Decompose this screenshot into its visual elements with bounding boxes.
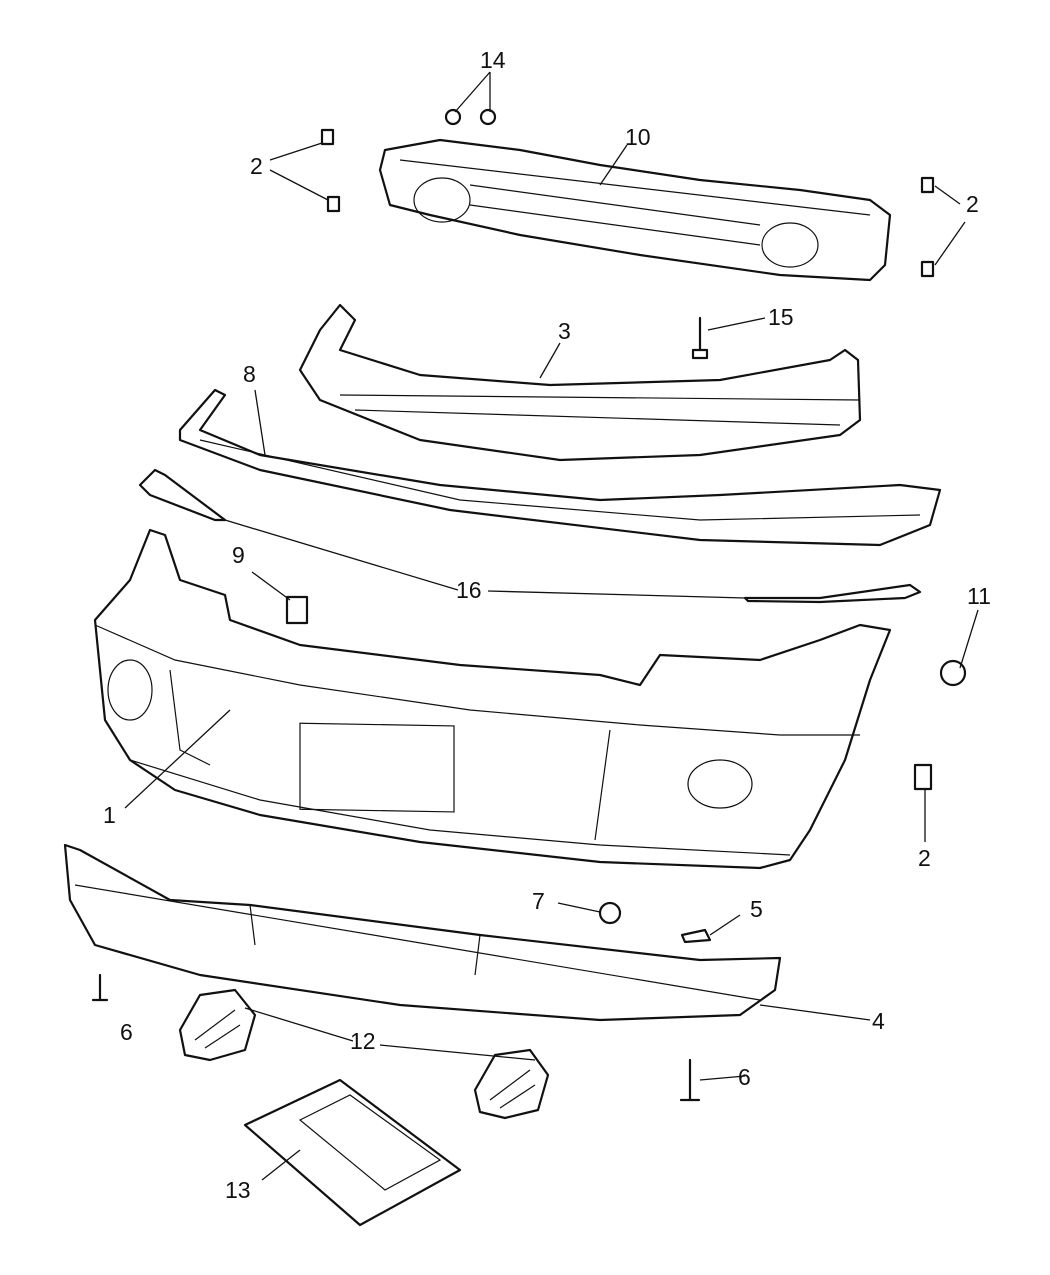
callout-7: 7 xyxy=(532,888,545,914)
callout-12: 12 xyxy=(350,1028,376,1054)
plug-11 xyxy=(939,659,967,687)
grommet-7 xyxy=(598,901,622,925)
callout-10: 10 xyxy=(625,124,651,150)
callout-8: 8 xyxy=(243,361,256,387)
callout-2-lower-right: 2 xyxy=(918,845,931,871)
screw-right xyxy=(679,1058,701,1102)
callout-16: 16 xyxy=(456,577,482,603)
callout-3: 3 xyxy=(558,318,571,344)
callout-labels: 14 2 10 2 15 3 8 9 16 11 1 2 7 5 4 6 12 … xyxy=(103,47,991,1203)
callout-14: 14 xyxy=(480,47,506,73)
callout-9: 9 xyxy=(232,542,245,568)
push-pin xyxy=(691,316,709,360)
screw-left xyxy=(91,973,109,1002)
clip-5 xyxy=(680,928,712,944)
energy-absorber xyxy=(298,303,862,462)
upper-trim xyxy=(178,388,942,547)
callout-6-left: 6 xyxy=(120,1019,133,1045)
callout-2-upper-right: 2 xyxy=(966,191,979,217)
front-fascia xyxy=(93,528,892,870)
callout-13: 13 xyxy=(225,1177,251,1203)
callout-5: 5 xyxy=(750,896,763,922)
lower-air-dam xyxy=(63,843,782,1022)
callout-4: 4 xyxy=(872,1008,885,1034)
reinforcement-beam xyxy=(378,138,892,282)
nut-9 xyxy=(285,595,309,625)
callout-15: 15 xyxy=(768,304,794,330)
callout-2-upper-left: 2 xyxy=(250,153,263,179)
washer-b xyxy=(479,108,497,126)
callout-11: 11 xyxy=(967,583,991,609)
clip-upper-left-a xyxy=(320,128,335,146)
washer-a xyxy=(444,108,462,126)
tow-hook-right xyxy=(473,1048,550,1120)
tow-hook-left xyxy=(178,988,257,1062)
license-bracket xyxy=(243,1078,462,1227)
clip-upper-right-b xyxy=(920,260,935,278)
callout-6-right: 6 xyxy=(738,1064,751,1090)
clip-upper-right-a xyxy=(920,176,935,194)
clip-upper-left-b xyxy=(326,195,341,213)
callout-1: 1 xyxy=(103,802,116,828)
clip-lower-right xyxy=(913,763,933,791)
leader-lines xyxy=(124,71,979,1181)
